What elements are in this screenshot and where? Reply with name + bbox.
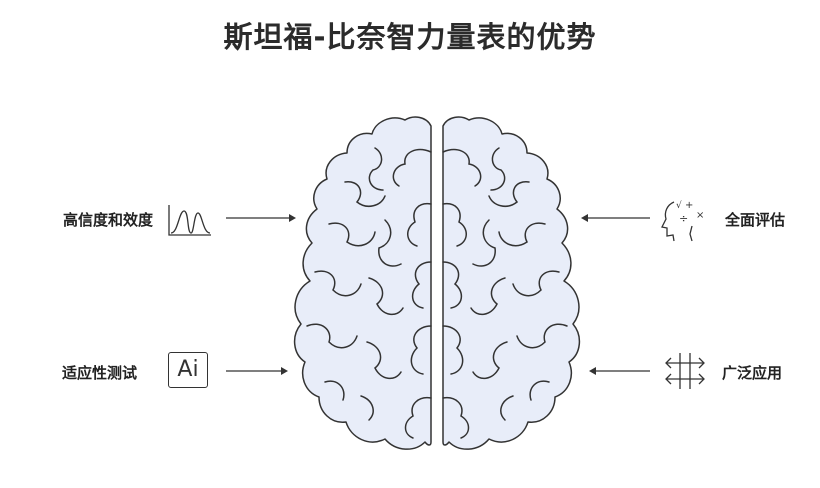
label-comprehensive-assessment: 全面评估 — [725, 211, 786, 229]
brain-right-hemisphere — [442, 116, 581, 450]
brain-illustration — [293, 116, 581, 450]
diagram-title: 斯坦福-比奈智力量表的优势 — [223, 20, 597, 54]
crossed-arrows-icon — [665, 353, 705, 389]
arrow-left-1 — [581, 214, 650, 222]
svg-text:+: + — [685, 200, 693, 211]
label-adaptive-testing: 适应性测试 — [62, 364, 138, 382]
arrow-left-2 — [589, 367, 650, 375]
head-math-icon: √ + ÷ × — [661, 200, 704, 242]
svg-text:÷: ÷ — [679, 212, 688, 225]
brain-left-hemisphere — [293, 116, 432, 450]
ai-icon-text: Ai — [177, 357, 199, 382]
arrow-right-1 — [226, 214, 296, 222]
label-wide-application: 广泛应用 — [722, 364, 783, 382]
svg-text:√: √ — [676, 200, 682, 211]
arrow-right-2 — [226, 367, 288, 375]
bell-curve-icon — [168, 205, 211, 236]
ai-icon: Ai — [168, 352, 208, 388]
svg-text:×: × — [696, 210, 704, 221]
label-high-reliability: 高信度和效度 — [63, 211, 154, 229]
